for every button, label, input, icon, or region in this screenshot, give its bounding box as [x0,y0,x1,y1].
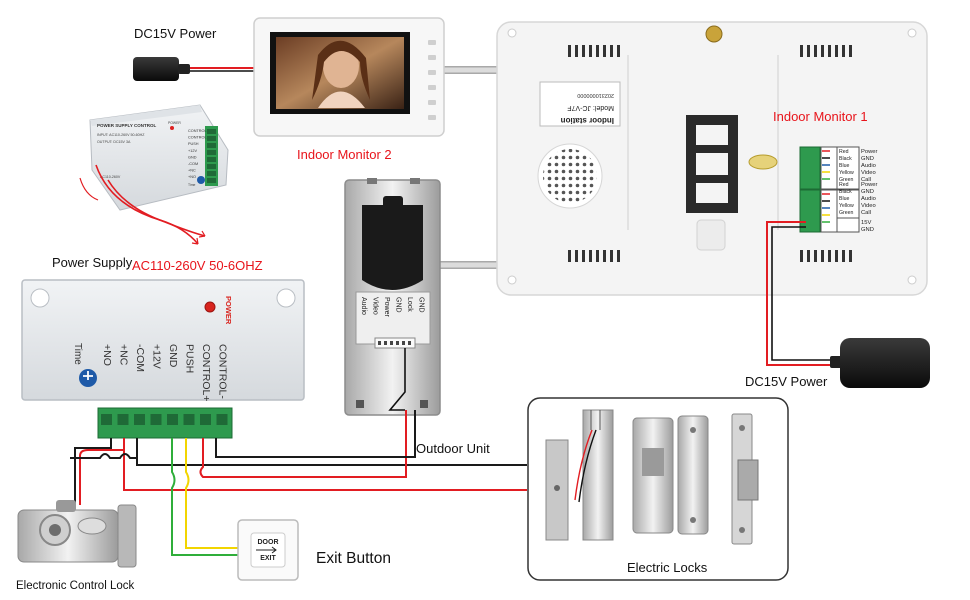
ps-terminal-5: PUSH [184,344,196,373]
label-exit-button: Exit Button [316,550,391,567]
wire-color-b-4: Green [839,210,854,216]
small-terminal-2: PUSH [188,142,199,146]
ps-terminal-1: +NC [118,344,130,366]
label-electronic-control-lock: Electronic Control Lock [16,580,135,592]
power-supply-box: POWER Time +NO +NC -COM +12V GND PUSH CONTROL+… [21,279,305,439]
terminal-b-0: Power [861,182,878,188]
label-power-supply: Power Supply [52,255,133,270]
wire-color-a-1: Black [839,156,852,162]
small-box-output: OUTPUT: DC15V 3A [97,140,131,144]
exit-door-text: DOOR [258,539,279,546]
terminal-a-1: GND [861,156,874,162]
terminal-b-4: Call [861,210,871,216]
wire-color-a-0: Red [839,149,849,155]
ps-screw-4 [167,414,178,425]
ps-screw-5 [183,414,195,425]
sticker-line-1: Model: JC-V7F [567,104,614,111]
terminal-c-0: 15V [861,220,871,226]
ps-screw-0 [101,414,112,425]
monitor-terminal-labels: RedBlackBlueYellowGreenPowerGNDAudioVide… [839,149,878,233]
wire-color-a-4: Green [839,177,854,183]
dc15v-adapter-top [133,57,256,81]
outdoor-terminal-5: GND [418,297,425,313]
wire-color-a-3: Yellow [839,170,854,176]
ps-screw-3 [150,414,162,425]
outdoor-terminal-3: GND [395,297,402,313]
small-terminal-0: CONTROL [188,129,207,133]
ps-screw-7 [216,414,228,425]
label-ac-input: AC110-260V 50-6OHZ [132,258,263,273]
terminal-a-3: Video [861,170,876,176]
small-terminal-4: GND [188,155,197,159]
wire-color-b-1: Black [839,189,852,195]
small-power-box: POWER SUPPLY CONTROL INPUT: AC110-260V 5… [79,104,229,245]
terminal-b-2: Audio [861,196,876,202]
small-terminal-3: +12V [188,149,197,153]
wire-color-b-2: Blue [839,196,849,202]
ps-terminal-3: +12V [151,344,163,369]
wire-color-a-2: Blue [839,163,849,169]
exit-exit-text: EXIT [260,555,276,562]
outdoor-terminal-0: Audio [360,297,367,315]
label-indoor-monitor-1: Indoor Monitor 1 [773,109,868,124]
terminal-c-1: GND [861,227,874,233]
outdoor-terminal-4: Lock [406,297,413,312]
small-box-model: AC110-260V [100,175,121,179]
outdoor-terminal-1: Video [372,297,379,315]
small-terminal-5: -COM [188,162,198,166]
indoor-monitor-2 [253,17,445,137]
wire-color-b-3: Yellow [839,203,854,209]
power-supply-time-label: Time [72,343,83,365]
power-supply-power-label: POWER [224,296,233,325]
small-terminal-7: +NO [188,175,196,179]
ps-terminal-2: -COM [134,344,146,372]
small-terminal-6: +NC [188,169,196,173]
electronic-control-lock [17,500,137,568]
ps-screw-2 [134,414,145,425]
time-knob [79,369,97,387]
terminal-b-3: Video [861,203,876,209]
terminal-a-0: Power [861,149,878,155]
label-indoor-monitor-2: Indoor Monitor 2 [297,147,392,162]
terminal-a-4: Call [861,177,871,183]
small-box-terminal-labels: CONTROL CONTROL PUSH +12V GND -COM +NC +NO [188,129,207,179]
electric-locks-box [527,397,789,581]
small-box-input: INPUT: AC110-260V 50-60HZ [97,133,145,137]
small-box-title: POWER SUPPLY CONTROL [97,123,157,128]
ps-screw-1 [117,414,129,425]
power-supply-terminal-labels: +NO +NC -COM +12V GND PUSH CONTROL+ CONTROL- [101,344,229,401]
lock-wiring [70,410,527,556]
outdoor-unit: Audio Video Power GND Lock GND [344,178,441,416]
indoor-monitor-1: Indoor station Model: JC-V7F 20231000000… [496,21,928,296]
small-box-power: POWER [168,121,181,125]
ps-terminal-6: CONTROL+ [200,344,212,401]
terminal-b-1: GND [861,189,874,195]
ps-terminal-0: +NO [101,344,113,366]
dc15v-adapter-right [766,221,930,388]
label-outdoor-unit: Outdoor Unit [416,441,490,456]
label-dc15v-power-top: DC15V Power [134,26,217,41]
exit-button-panel: DOOR EXIT [237,519,299,581]
ps-terminal-4: GND [167,344,179,368]
terminal-a-2: Audio [861,163,876,169]
small-terminal-1: CONTROL [188,136,207,140]
model-sticker: Indoor station Model: JC-V7F 20231000000… [539,81,621,127]
label-dc15v-power-right: DC15V Power [745,374,828,389]
label-electric-locks: Electric Locks [627,560,708,575]
sticker-line-0: Indoor station [561,116,614,125]
ps-terminal-7: CONTROL- [217,344,229,399]
wire-color-b-0: Red [839,182,849,188]
ps-screw-6 [200,414,211,425]
sticker-line-2: 202310000000 [577,92,614,98]
small-box-time: Time [188,183,196,187]
outdoor-terminal-2: Power [383,297,390,318]
outdoor-terminal-labels: Audio Video Power GND Lock GND [360,297,425,318]
